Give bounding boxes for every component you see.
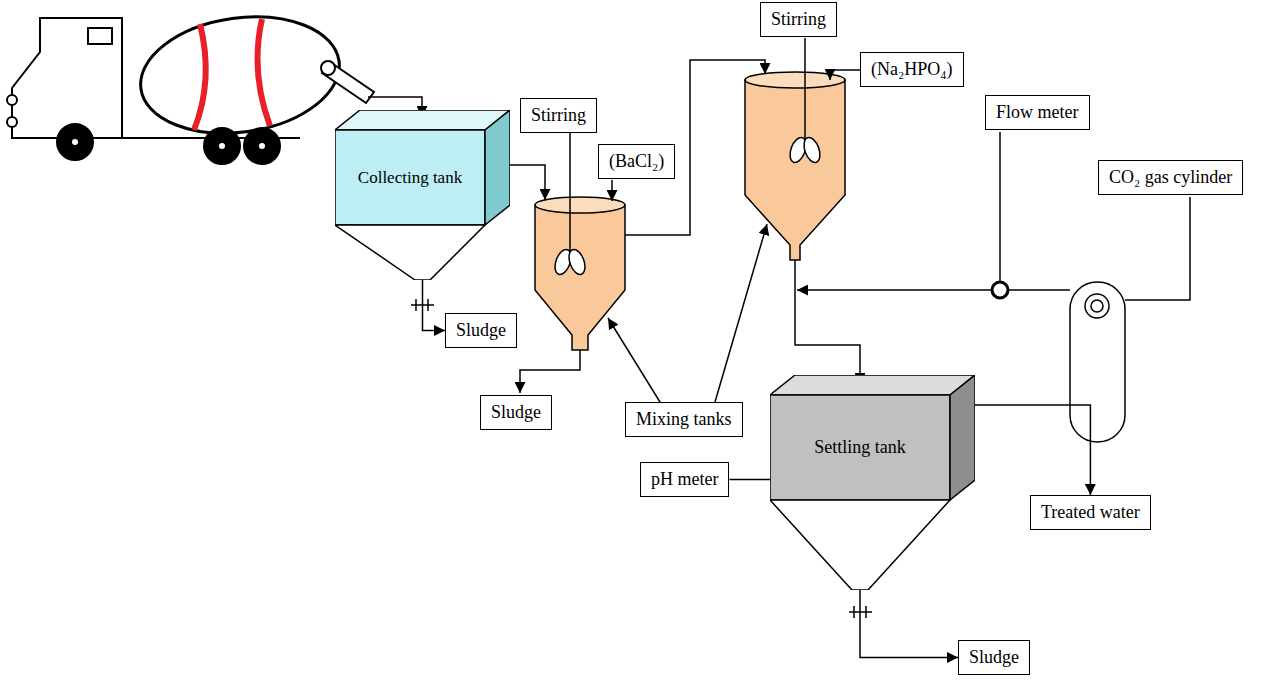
valve-symbol	[411, 304, 434, 306]
node-text: CO₂ gas cylinder	[1109, 167, 1232, 187]
gas-cylinder	[1070, 282, 1125, 442]
mixer-truck	[322, 62, 374, 103]
dosing-line	[611, 180, 613, 201]
label-box: CO₂ gas cylinder	[1098, 160, 1243, 195]
valve-symbol	[849, 611, 872, 613]
text-holder: Settling tank	[770, 395, 950, 500]
flow-pipe	[795, 260, 860, 384]
dosing-line	[830, 70, 860, 80]
stirrer	[552, 38, 823, 277]
leader-line	[999, 132, 1001, 282]
leader-line	[1125, 197, 1190, 300]
flow-line	[860, 590, 958, 658]
dosing-line	[612, 70, 860, 201]
node-text: Flow meter	[996, 102, 1079, 122]
output-box: Sludge	[445, 313, 517, 348]
text-holder: Collecting tank	[335, 130, 485, 225]
mixer-truck	[7, 117, 17, 127]
mixer-truck	[7, 95, 17, 105]
mixer-truck	[244, 128, 280, 164]
mixer-truck	[71, 138, 79, 146]
label-box: Flow meter	[985, 95, 1090, 130]
flow-line	[730, 479, 771, 481]
node-text: Stirring	[771, 9, 826, 29]
mixer-truck	[321, 61, 335, 75]
stirrer	[566, 247, 588, 276]
mixer-truck	[194, 24, 206, 130]
node-text: Treated water	[1041, 502, 1140, 522]
gas-cylinder	[1091, 300, 1103, 312]
node-text: Stirring	[531, 105, 586, 125]
output-box: Sludge	[958, 640, 1030, 675]
node-text: pH meter	[651, 469, 718, 489]
flow-pipe	[510, 165, 545, 200]
mixer-truck	[258, 19, 271, 126]
flow-pipe	[1008, 289, 1070, 291]
flow-meter-symbol	[992, 282, 1008, 298]
mixer-truck	[57, 124, 93, 160]
stirrer	[801, 135, 823, 164]
label-box: pH meter	[640, 462, 729, 497]
node-text: Mixing tanks	[636, 409, 732, 429]
output-box: Sludge	[480, 395, 552, 430]
label-box: Stirring	[520, 98, 597, 133]
mixer-truck	[204, 128, 240, 164]
node-text: (Na₂HPO₄)	[871, 59, 953, 79]
flow-meter-symbol	[992, 282, 1008, 298]
leader-line	[715, 224, 767, 402]
valve-symbol	[865, 606, 867, 618]
mixing-tank	[745, 80, 845, 260]
stirrer	[569, 133, 571, 262]
node-text: Sludge	[969, 647, 1019, 667]
chemical-box: (BaCl₂)	[598, 144, 675, 179]
output-box: Treated water	[1030, 495, 1151, 530]
mixer-truck	[7, 5, 374, 164]
node-text: Sludge	[456, 320, 506, 340]
flow-line	[975, 405, 1090, 495]
gas-cylinder	[1085, 294, 1109, 318]
collecting-tank-outline	[335, 110, 510, 280]
mixer-truck	[88, 28, 112, 44]
flow-pipe	[797, 289, 992, 291]
mixer-truck	[218, 142, 226, 150]
stirrer	[804, 38, 806, 150]
gas-cylinder	[1070, 282, 1125, 442]
node-text: (BaCl₂)	[609, 151, 664, 171]
leader-line	[608, 318, 660, 402]
node-text: Settling tank	[814, 437, 906, 458]
flow-pipe	[520, 350, 580, 393]
mixer-truck	[133, 5, 347, 146]
settling-tank-outline	[770, 375, 975, 590]
label-box: Mixing tanks	[625, 402, 743, 437]
chemical-box: (Na₂HPO₄)	[860, 52, 964, 87]
valve-symbol	[853, 606, 855, 618]
mixer-truck	[12, 18, 122, 138]
mixing-tank	[535, 205, 625, 350]
valve-symbol	[427, 299, 429, 311]
collecting-tank: Collecting tank	[335, 110, 510, 280]
valve-symbol	[415, 299, 417, 311]
mixer-truck	[258, 142, 266, 150]
node-text: Collecting tank	[358, 168, 462, 188]
label-box: Stirring	[760, 2, 837, 37]
node-text: Sludge	[491, 402, 541, 422]
settling-tank: Settling tank	[770, 375, 975, 590]
